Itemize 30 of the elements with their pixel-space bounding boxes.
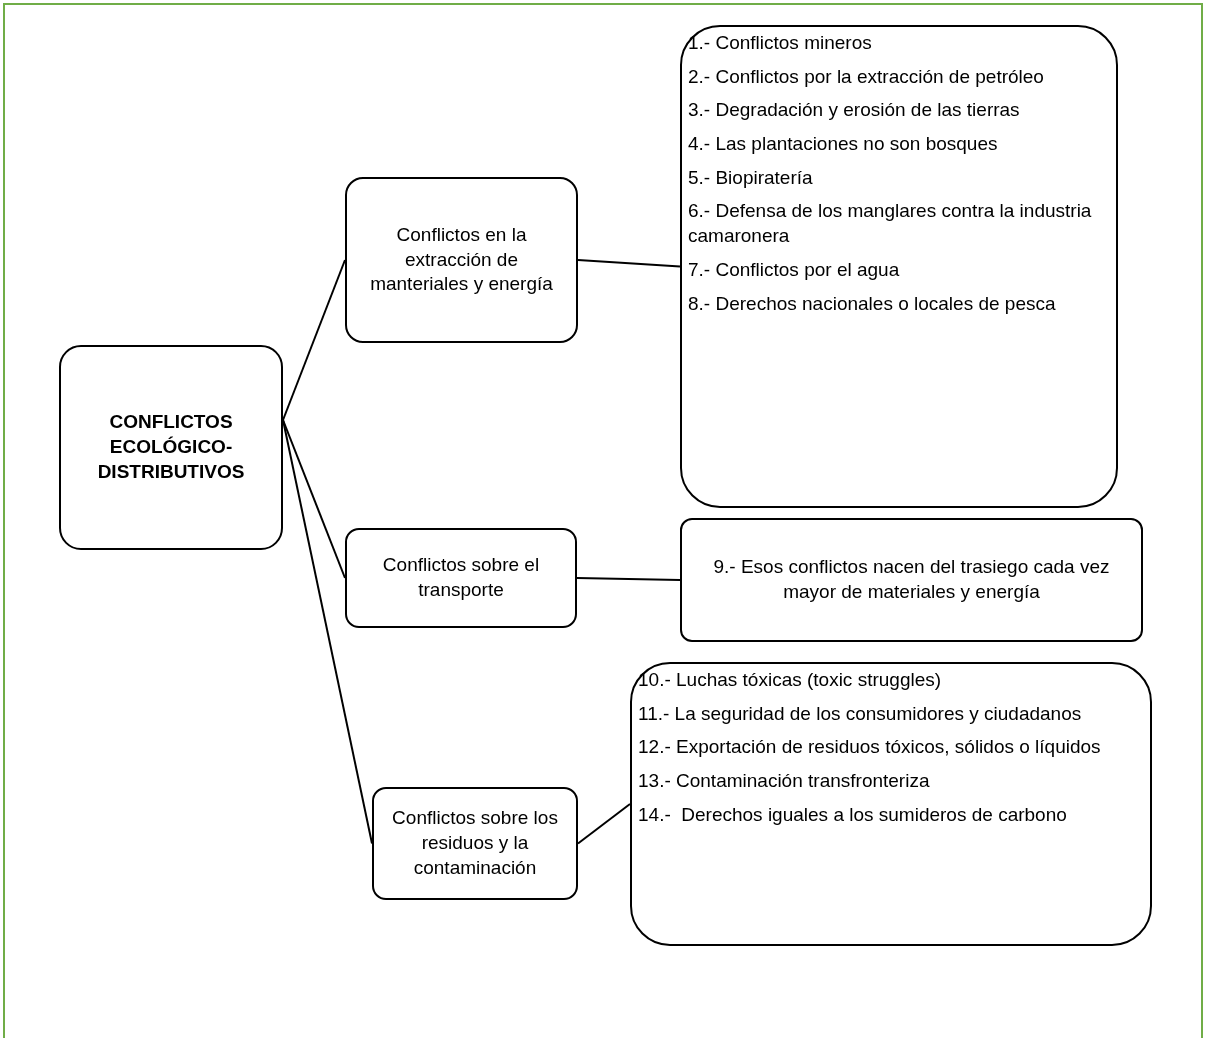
list-item: 8.- Derechos nacionales o locales de pesca [688, 291, 1057, 316]
list-item: 10.- Luchas tóxicas (toxic struggles) [638, 668, 943, 692]
connector-line [282, 259, 346, 421]
connector-line [282, 419, 373, 845]
list-item: 13.- Contaminación transfronteriza [638, 769, 931, 794]
category-box [345, 177, 578, 343]
list-item: 7.- Conflictos por el agua [688, 257, 901, 282]
list-box [630, 662, 1152, 946]
node-label: 9.- Esos conflictos nacen del trasiego cada vez mayor de materiales y energía [712, 555, 1111, 604]
node-label: CONFLICTOS ECOLÓGICO-DISTRIBUTIVOS [96, 410, 246, 484]
list-item: 5.- Biopiratería [688, 165, 814, 190]
node-label: Conflictos en la extracción de manteriales y energía [369, 222, 554, 297]
connector-line [577, 803, 631, 845]
list-item: 4.- Las plantaciones no son bosques [688, 132, 999, 157]
node-label: Conflictos sobre el transporte [381, 553, 541, 602]
category-box [345, 528, 577, 628]
connector-line [282, 419, 346, 579]
root-box [59, 345, 283, 550]
connector-line [576, 577, 681, 581]
list-item: 6.- Defensa de los manglares contra la industria camaronera [688, 199, 1093, 249]
list-item: 14.- Derechos iguales a los sumideros de carbono [638, 802, 1068, 827]
list-item: 12.- Exportación de residuos tóxicos, sólidos o líquidos [638, 735, 1102, 760]
category-box [372, 787, 578, 900]
list-item: 11.- La seguridad de los consumidores y ciudadanos [638, 701, 1083, 726]
list-box [680, 25, 1118, 508]
category-box [680, 518, 1143, 642]
list-item: 2.- Conflictos por la extracción de petróleo [688, 64, 1045, 89]
list-item: 3.- Degradación y erosión de las tierras [688, 98, 1021, 123]
node-label: Conflictos sobre los residuos y la contaminación [391, 806, 559, 880]
connector-line [577, 259, 681, 268]
